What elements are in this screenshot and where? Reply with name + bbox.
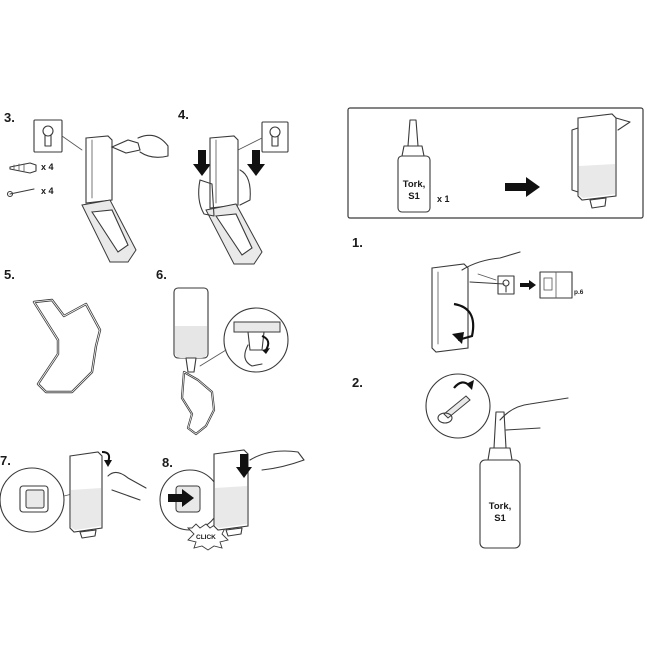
right-step-1-panel: 1. p.6: [352, 235, 584, 353]
step-3-number: 3.: [4, 110, 15, 125]
dispenser-opening-illustration: [431, 251, 521, 353]
key-icon: [497, 275, 515, 295]
large-bottle-label-line1: Tork,: [489, 501, 512, 512]
tork-s1-bottle-large-illustration: Tork, S1: [479, 397, 569, 549]
wall-plug-icon: [9, 162, 37, 174]
into-dispenser-arrow-icon: [505, 177, 540, 197]
step-8-number: 8.: [162, 455, 173, 470]
large-bottle-label-line2: S1: [494, 513, 506, 524]
plugs-quantity: x 4: [41, 162, 54, 172]
step-3-panel: 3. x 4 x 4: [4, 110, 169, 263]
bottle-quantity: x 1: [437, 194, 450, 204]
push-down-arrow-right-icon: [247, 150, 265, 176]
wire-bottle-holder-illustration: [32, 298, 102, 394]
dispenser-locked-illustration: [213, 449, 305, 537]
detail-zoom-circle-lock: [0, 467, 73, 533]
detail-zoom-circle: [199, 307, 289, 373]
step-6-panel: 6.: [156, 267, 289, 436]
screw-hole-icon: [237, 121, 289, 153]
contents-bottle-label-line2: S1: [408, 191, 420, 202]
manual-reference-icon: [539, 271, 573, 299]
next-arrow-icon: [520, 280, 536, 290]
dispenser-mounting-illustration: [198, 135, 263, 265]
step-7-number: 7.: [0, 453, 11, 468]
detail-zoom-circle-click: [159, 469, 221, 531]
step-4-number: 4.: [178, 107, 189, 122]
tork-s1-bottle-illustration: Tork, S1: [397, 119, 431, 213]
dispenser-closed-illustration: [69, 451, 147, 539]
dispenser-filled-illustration: [571, 113, 631, 209]
step-5-panel: 5.: [4, 267, 102, 394]
step-6-number: 6.: [156, 267, 167, 282]
dispenser-open-illustration: [81, 134, 169, 263]
right-step-2-number: 2.: [352, 375, 363, 390]
screws-quantity: x 4: [41, 186, 54, 196]
contents-bottle-label-line1: Tork,: [403, 179, 426, 190]
screw-icon: [6, 188, 35, 198]
detail-zoom-circle-nozzle: [425, 373, 491, 439]
push-down-arrow-left-icon: [193, 150, 211, 176]
keyhole-hole-icon: [33, 119, 83, 153]
step-5-number: 5.: [4, 267, 15, 282]
click-label: CLICK: [196, 534, 216, 541]
step-4-panel: 4.: [178, 107, 289, 265]
step-7-panel: 7.: [0, 451, 147, 539]
package-contents-box: Tork, S1 x 1: [347, 107, 644, 219]
page-reference: p.6: [574, 289, 584, 296]
wire-holder-attached-illustration: [180, 370, 216, 436]
right-step-1-number: 1.: [352, 235, 363, 250]
right-step-2-panel: 2. Tork, S1: [352, 373, 569, 549]
bottle-inverted-illustration: [173, 287, 209, 373]
step-8-panel: 8. CLICK: [159, 449, 305, 551]
